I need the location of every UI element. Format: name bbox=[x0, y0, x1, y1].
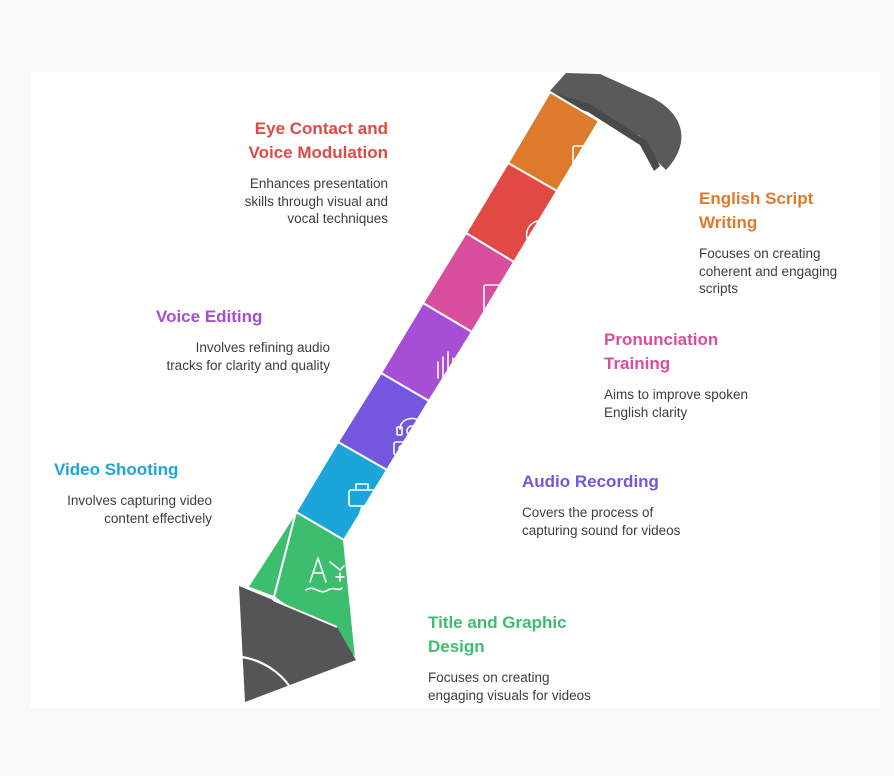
item-description: Covers the process of capturing sound fo… bbox=[522, 505, 681, 538]
pencil-tip-edge bbox=[272, 599, 338, 628]
item-title: Title and Graphic Design bbox=[428, 613, 567, 656]
item-title: English Script Writing bbox=[699, 189, 814, 232]
item-description: Involves refining audio tracks for clari… bbox=[166, 340, 330, 373]
premiere-icon-label: Pr bbox=[494, 295, 511, 314]
pencil-segments bbox=[238, 91, 600, 659]
typescript-icon: TS bbox=[572, 145, 610, 183]
item-description: Focuses on creating engaging visuals for… bbox=[428, 670, 591, 703]
item-title: Eye Contact and Voice Modulation bbox=[248, 119, 388, 162]
video-camera-icon bbox=[348, 483, 391, 529]
pencil-tip bbox=[239, 586, 356, 702]
segment-title-graphic-right bbox=[273, 511, 357, 659]
font-design-icon bbox=[305, 557, 345, 593]
pencil-tip-arc bbox=[241, 655, 291, 688]
item-audio-recording: Audio Recording Covers the process of ca… bbox=[522, 470, 722, 539]
item-video-shooting: Video Shooting Involves capturing video … bbox=[40, 458, 212, 527]
typescript-icon-label: TS bbox=[580, 157, 602, 176]
item-title: Audio Recording bbox=[522, 472, 659, 491]
premiere-icon: Pr bbox=[483, 284, 521, 322]
item-title: Video Shooting bbox=[54, 460, 179, 479]
item-pronunciation: Pronunciation Training Aims to improve s… bbox=[604, 328, 794, 421]
item-description: Aims to improve spoken English clarity bbox=[604, 387, 749, 420]
item-title-graphic: Title and Graphic Design Focuses on crea… bbox=[428, 611, 628, 704]
item-title: Voice Editing bbox=[156, 307, 263, 326]
sound-wave-icon bbox=[437, 351, 479, 390]
item-english-script: English Script Writing Focuses on creati… bbox=[699, 187, 889, 298]
item-description: Enhances presentation skills through vis… bbox=[244, 176, 388, 226]
dj-headphones-icon bbox=[393, 417, 431, 456]
item-title: Pronunciation Training bbox=[604, 330, 719, 373]
item-eye-contact: Eye Contact and Voice Modulation Enhance… bbox=[210, 117, 388, 228]
item-description: Involves capturing video content effecti… bbox=[67, 493, 212, 526]
item-description: Focuses on creating coherent and engagin… bbox=[699, 246, 838, 296]
infographic-panel bbox=[30, 72, 880, 708]
item-voice-editing: Voice Editing Involves refining audio tr… bbox=[120, 305, 330, 374]
speaking-head-icon bbox=[525, 218, 567, 253]
